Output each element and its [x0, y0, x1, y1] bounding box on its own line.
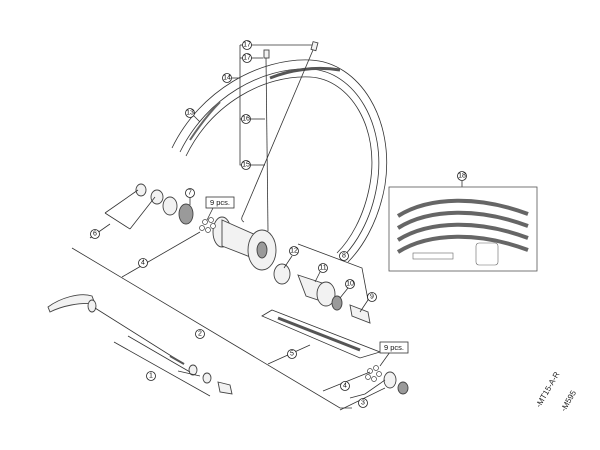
callout-15: 15	[241, 160, 251, 170]
callout-4-upper: 4	[138, 258, 148, 268]
rim-part-code: -MT15-A-R	[534, 370, 562, 409]
callout-1: 1	[146, 371, 156, 381]
svg-text:9: 9	[370, 294, 374, 301]
callout-16: 16	[241, 114, 251, 124]
callout-6: 6	[90, 229, 100, 239]
svg-text:9 pcs.: 9 pcs.	[210, 198, 230, 207]
callout-9: 9	[367, 292, 377, 302]
quantity-label-lower: 9 pcs.	[379, 341, 409, 354]
rim	[171, 59, 388, 263]
left-hub-parts	[135, 183, 216, 233]
callout-18: 18	[457, 171, 467, 181]
svg-text:1: 1	[149, 373, 153, 380]
callout-8: 8	[339, 251, 349, 261]
svg-text:3: 3	[361, 400, 365, 407]
spokes	[241, 41, 319, 232]
svg-text:2: 2	[198, 331, 202, 338]
svg-text:9 pcs.: 9 pcs.	[384, 343, 404, 352]
callout-13: 13	[185, 108, 195, 118]
freehub-parts	[261, 263, 382, 359]
quantity-label-upper: 9 pcs.	[205, 196, 235, 209]
ball-bearings-upper	[199, 217, 216, 233]
callout-4-lower: 4	[340, 381, 350, 391]
callout-5: 5	[287, 349, 297, 359]
svg-text:5: 5	[290, 351, 294, 358]
svg-text:4: 4	[141, 260, 145, 267]
svg-text:16: 16	[242, 116, 250, 123]
svg-text:6: 6	[93, 231, 97, 238]
hub	[212, 216, 277, 271]
svg-text:17: 17	[243, 42, 251, 49]
callout-3: 3	[358, 398, 368, 408]
callout-11: 11	[318, 263, 328, 273]
right-hub-parts	[365, 365, 409, 395]
callout-2: 2	[195, 329, 205, 339]
svg-text:4: 4	[343, 383, 347, 390]
callout-12: 12	[289, 246, 299, 256]
svg-text:13: 13	[186, 110, 194, 117]
hub-part-code: -M595	[559, 388, 578, 413]
callout-17b: 17	[242, 53, 252, 63]
svg-text:18: 18	[458, 173, 466, 180]
svg-text:7: 7	[188, 190, 192, 197]
svg-text:17: 17	[243, 55, 251, 62]
callout-14: 14	[222, 73, 232, 83]
svg-text:12: 12	[290, 248, 298, 255]
callout-17a: 17	[242, 40, 252, 50]
svg-text:10: 10	[346, 281, 354, 288]
svg-text:11: 11	[319, 265, 326, 272]
svg-text:8: 8	[342, 253, 346, 260]
quick-release	[47, 294, 233, 395]
ball-bearings-lower	[365, 365, 382, 382]
svg-text:15: 15	[242, 162, 250, 169]
callout-7: 7	[185, 188, 195, 198]
callout-10: 10	[345, 279, 355, 289]
decal-set	[388, 181, 538, 272]
svg-text:14: 14	[223, 75, 231, 82]
